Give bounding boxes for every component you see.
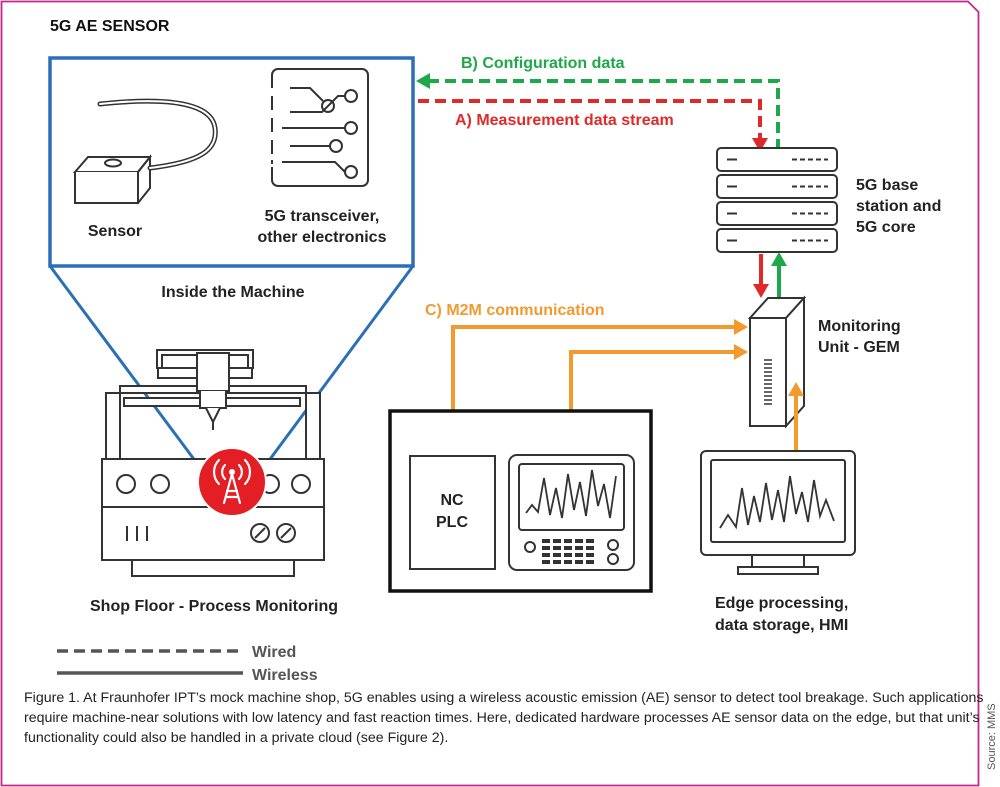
m2m-communication-label: C) M2M communication	[425, 302, 605, 319]
plc-label: PLC	[436, 514, 468, 531]
legend-wired-label: Wired	[252, 644, 296, 661]
hmi-keypad-icon	[542, 539, 594, 564]
transceiver-label-line1: 5G transceiver,	[265, 208, 380, 225]
transceiver-label-line2: other electronics	[258, 229, 387, 246]
measurement-data-flow	[418, 99, 768, 152]
figure-caption: Figure 1. At Fraunhofer IPT’s mock machi…	[24, 688, 984, 748]
nc-label: NC	[440, 492, 464, 509]
base-station-label-line2: station and	[856, 198, 941, 215]
legend-wireless-label: Wireless	[252, 667, 318, 684]
source-credit: Source: MMS	[986, 703, 998, 770]
base-station-label-line3: 5G core	[856, 219, 916, 236]
circuit-board-icon	[271, 68, 369, 187]
hmi-panel-icon	[508, 454, 635, 571]
edge-label-line1: Edge processing,	[715, 595, 848, 612]
nc-plc-box	[409, 455, 496, 570]
caption-line-1: Figure 1. At Fraunhofer IPT’s mock machi…	[24, 690, 984, 706]
antenna-icon	[197, 447, 267, 517]
legend: Wired Wireless	[57, 644, 318, 684]
configuration-data-label: B) Configuration data	[461, 55, 625, 72]
monitoring-unit-label-line2: Unit - GEM	[818, 339, 900, 356]
inside-machine-label: Inside the Machine	[161, 284, 304, 301]
edge-label-line2: data storage, HMI	[715, 617, 848, 634]
callout-zoom-lines	[48, 265, 415, 471]
server-rack-icon	[716, 147, 838, 253]
sensor-label: Sensor	[88, 223, 142, 240]
figure-title: 5G AE SENSOR	[50, 18, 170, 35]
monitoring-unit-label-line1: Monitoring	[818, 318, 901, 335]
monitor-icon	[700, 450, 856, 575]
shop-floor-label: Shop Floor - Process Monitoring	[90, 598, 338, 615]
monitor-to-base-green-arrow	[771, 252, 787, 298]
configuration-data-flow	[416, 73, 780, 150]
caption-line-2: require machine-near solutions with low …	[24, 710, 980, 726]
caption-line-3: functionality could also be handled in a…	[24, 730, 449, 746]
base-to-monitor-red-arrow	[753, 254, 769, 298]
sensor-icon	[72, 98, 218, 204]
measurement-data-label: A) Measurement data stream	[455, 112, 674, 129]
base-station-label-line1: 5G base	[856, 177, 918, 194]
